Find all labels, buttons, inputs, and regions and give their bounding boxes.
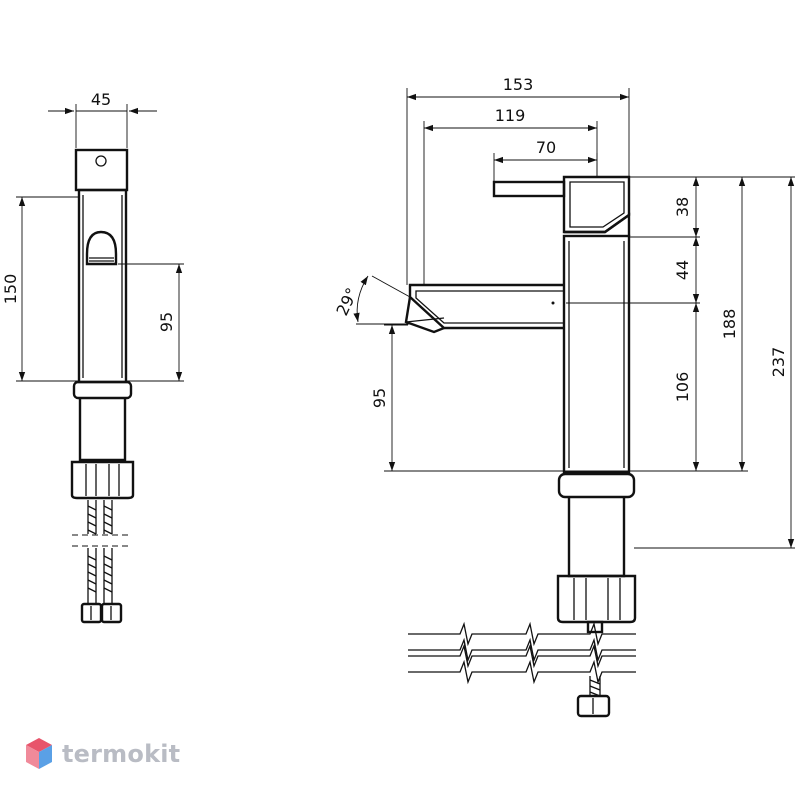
- front-spout: [404, 283, 564, 334]
- dimension-label-44: 44: [673, 260, 692, 280]
- dimension-aerator-95: 95: [118, 263, 184, 382]
- dimension-gap-44: 44: [673, 237, 700, 303]
- dimension-label-188: 188: [720, 309, 739, 340]
- dimension-label-106: 106: [673, 372, 692, 403]
- brand-logo: termokit: [24, 736, 180, 772]
- front-mounting-nut: [556, 574, 637, 624]
- front-lever: [492, 180, 566, 198]
- dimension-label-153: 153: [503, 75, 534, 94]
- dimension-top-38: 38: [673, 177, 700, 237]
- countertop-break-lines: [408, 621, 636, 685]
- dimension-angle-29: 29°: [332, 275, 411, 325]
- dimension-total-237: 237: [769, 177, 795, 548]
- front-shank: [567, 497, 626, 578]
- side-handle-hole: [95, 155, 107, 167]
- dimension-body-188: 188: [720, 177, 746, 471]
- brand-cube-icon: [26, 738, 52, 769]
- dimension-label-237: 237: [769, 347, 788, 378]
- front-handle-block: [562, 175, 631, 234]
- dimension-height-150: 150: [1, 196, 79, 382]
- side-hoses: [72, 500, 132, 624]
- side-view: 45 150 95: [1, 90, 184, 624]
- front-view: 153 119 70 38 44: [332, 75, 795, 718]
- front-base-ring: [557, 472, 636, 499]
- side-base-ring: [72, 380, 133, 400]
- dimension-label-95-front: 95: [370, 388, 389, 408]
- dimension-reach-119: 119: [423, 106, 598, 285]
- side-shank: [78, 398, 127, 462]
- dimension-lever-70: 70: [493, 138, 598, 182]
- dimension-width-45: 45: [48, 90, 157, 148]
- dimension-spout-106: 106: [673, 303, 700, 471]
- dimension-label-150: 150: [1, 274, 20, 305]
- dimension-label-70: 70: [536, 138, 556, 157]
- dimension-outlet-95: 95: [370, 324, 408, 471]
- side-body: [77, 188, 128, 384]
- dimension-label-45: 45: [91, 90, 111, 109]
- dimension-length-153: 153: [406, 75, 630, 285]
- dimension-label-38: 38: [673, 197, 692, 217]
- front-hose: [576, 676, 611, 718]
- brand-name: termokit: [62, 740, 181, 768]
- front-body: [562, 234, 631, 474]
- side-aerator: [85, 230, 118, 266]
- side-mounting-nut: [70, 460, 135, 500]
- dimension-label-95-side: 95: [157, 312, 176, 332]
- dimension-label-119: 119: [495, 106, 526, 125]
